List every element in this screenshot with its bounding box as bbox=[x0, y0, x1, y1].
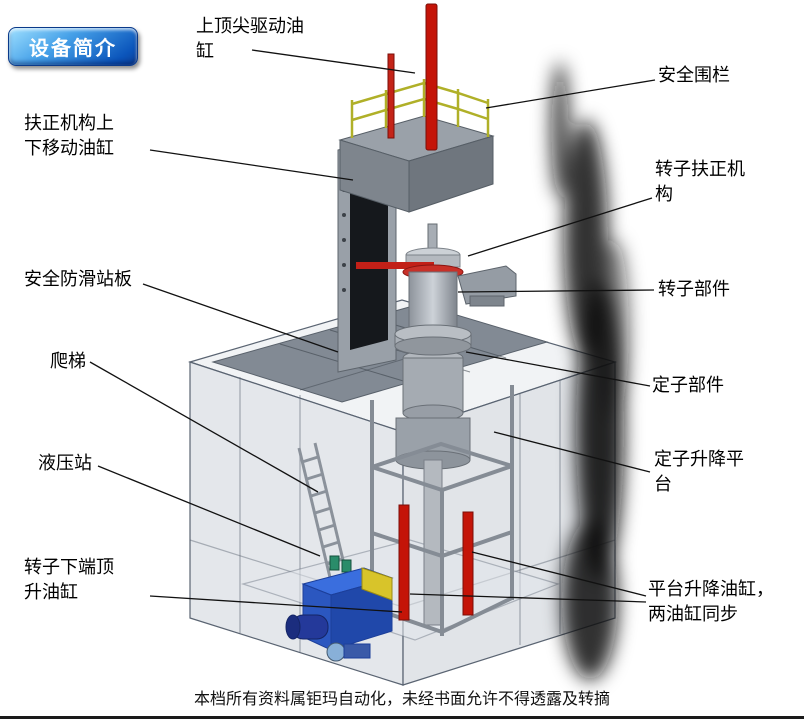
label-platform-lift-cylinders: 平台升降油缸， 两油缸同步 bbox=[648, 579, 774, 626]
rotor-assembly-graphic bbox=[356, 223, 517, 356]
leader-centering-updown bbox=[149, 149, 354, 181]
leader-ladder bbox=[89, 361, 319, 493]
leader-stator-component bbox=[465, 351, 651, 387]
footer-copyright: 本档所有资料属钜玛自动化，未经书面允许不得透露及转摘 bbox=[193, 689, 610, 708]
leader-platform-cyl-2 bbox=[409, 593, 647, 603]
label-antislip-platform: 安全防滑站板 bbox=[24, 269, 132, 290]
safety-fence-graphic bbox=[350, 79, 490, 138]
label-stator-component: 定子部件 bbox=[652, 375, 724, 396]
label-rotor-centering-mechanism: 转子扶正机 构 bbox=[655, 159, 745, 206]
label-top-drive-cylinder: 上顶尖驱动油 缸 bbox=[196, 16, 304, 63]
head-assembly-graphic bbox=[338, 115, 495, 213]
leader-rotor-component bbox=[457, 289, 655, 293]
leader-hydraulic bbox=[97, 465, 321, 557]
platform-lift-rod-right bbox=[462, 511, 474, 616]
leader-safety-fence bbox=[485, 79, 656, 109]
title-badge: 设备简介 bbox=[8, 27, 138, 66]
label-ladder: 爬梯 bbox=[50, 351, 86, 372]
platform-lift-rod-left bbox=[398, 504, 410, 621]
hydraulic-station-graphic bbox=[285, 555, 394, 662]
leader-antislip bbox=[142, 283, 339, 353]
leader-top-drive-cylinder bbox=[251, 49, 416, 74]
label-stator-lift-platform: 定子升降平 台 bbox=[654, 449, 744, 496]
bottom-rule bbox=[0, 716, 804, 719]
leader-platform-cyl-1 bbox=[471, 551, 647, 597]
leader-rotor-jack bbox=[149, 595, 403, 613]
label-safety-fence: 安全围栏 bbox=[658, 65, 730, 86]
label-rotor-component: 转子部件 bbox=[658, 279, 730, 300]
label-rotor-bottom-jack-cylinder: 转子下端顶 升油缸 bbox=[24, 557, 114, 604]
label-centering-updown-cylinder: 扶正机构上 下移动油缸 bbox=[24, 113, 114, 160]
leader-lines bbox=[89, 49, 656, 613]
leader-rotor-centering bbox=[467, 197, 653, 257]
leader-stator-platform bbox=[493, 431, 651, 473]
ink-smudge bbox=[551, 62, 629, 680]
label-hydraulic-station: 液压站 bbox=[38, 453, 92, 474]
drive-cylinder-rods-graphic bbox=[387, 3, 438, 151]
